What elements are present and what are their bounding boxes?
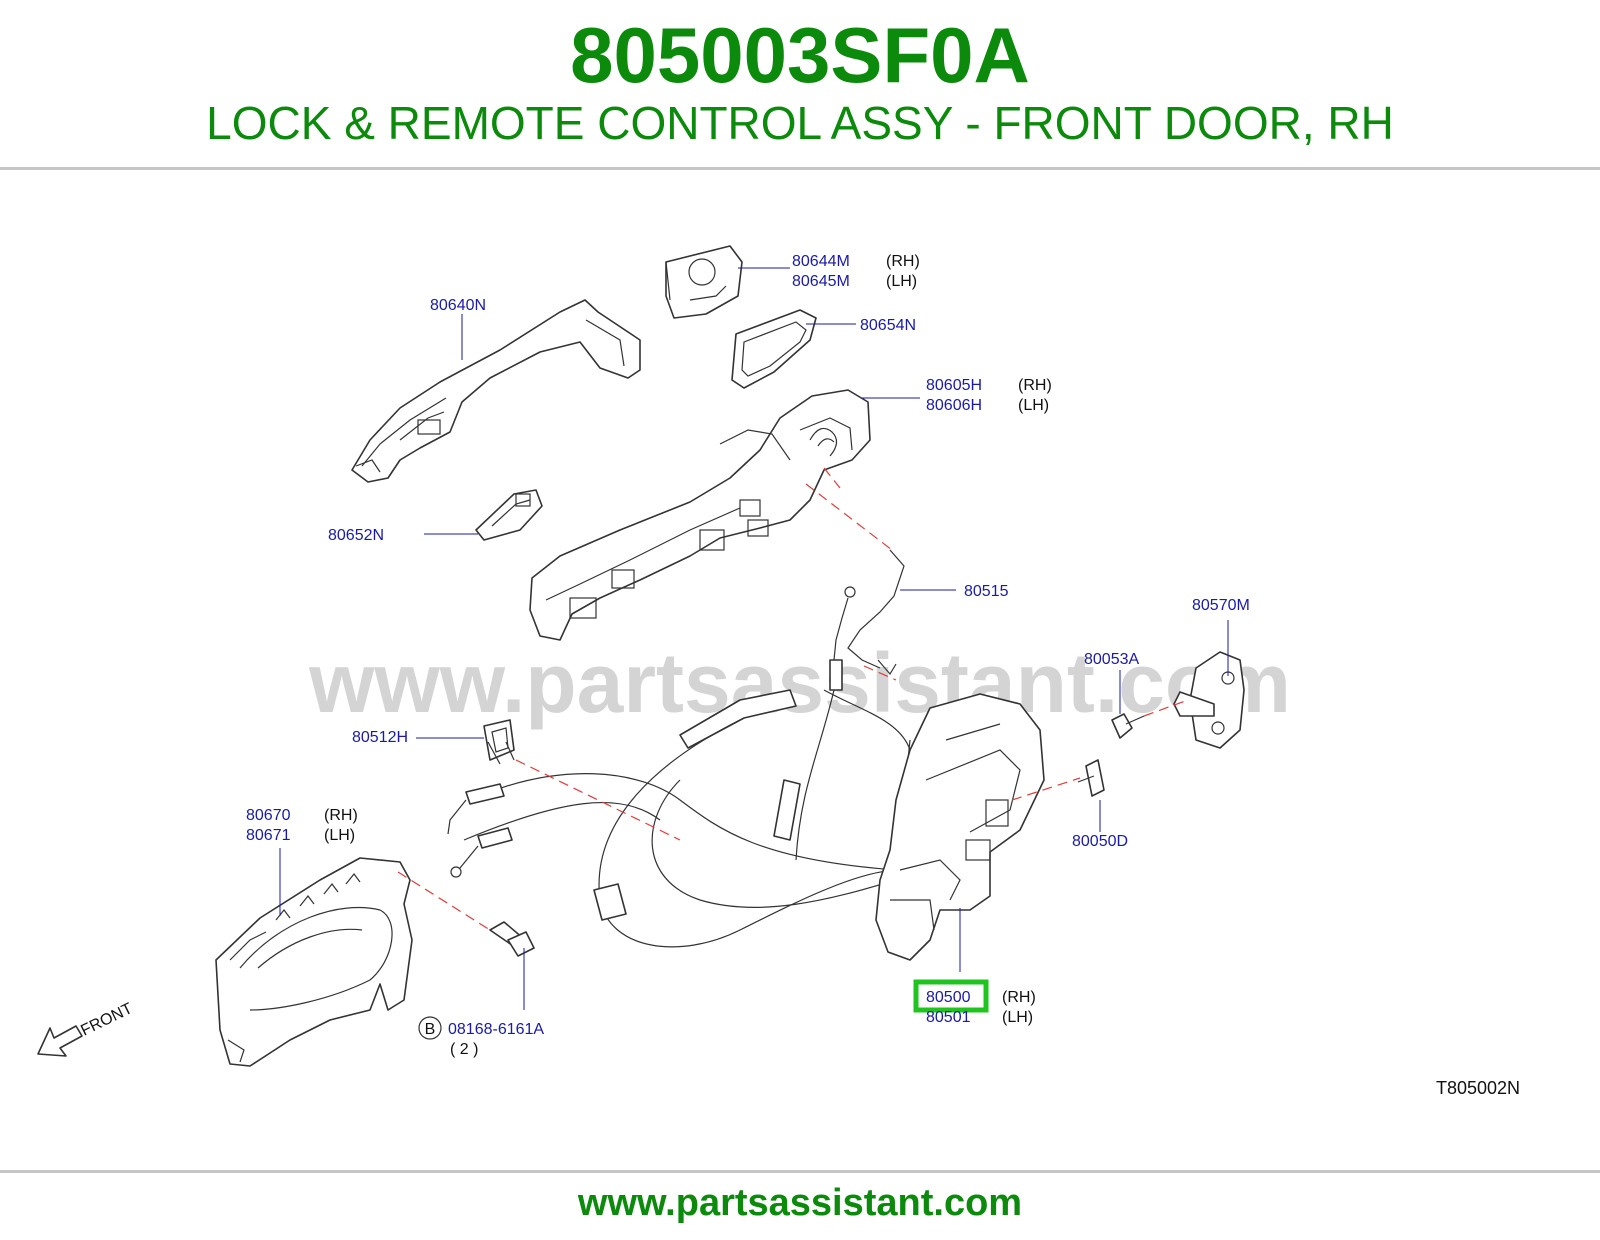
label-80644M[interactable]: 80644M: [792, 253, 850, 270]
label-80645M-side: (LH): [886, 273, 917, 290]
label-80053A[interactable]: 80053A: [1084, 651, 1139, 668]
leader-lines: [279, 267, 1229, 1010]
rod-drawing: [847, 549, 905, 676]
label-80570M[interactable]: 80570M: [1192, 597, 1250, 614]
part-description-title: LOCK & REMOTE CONTROL ASSY - FRONT DOOR,…: [206, 97, 1394, 149]
label-80500[interactable]: 80500: [926, 989, 971, 1006]
label-80640N[interactable]: 80640N: [430, 297, 486, 314]
lock-actuator-drawing: [875, 693, 1045, 961]
highlight-box-80500: [913, 979, 989, 1013]
label-80515[interactable]: 80515: [964, 583, 1009, 600]
part-number-title: 805003SF0A: [570, 11, 1030, 99]
escutcheon-drawing: [475, 489, 543, 541]
label-80501[interactable]: 80501: [926, 1009, 971, 1026]
front-arrow-icon: [37, 1025, 83, 1057]
footer-divider: [0, 1170, 1600, 1173]
label-80512H[interactable]: 80512H: [352, 729, 408, 746]
label-80671[interactable]: 80671: [246, 827, 291, 844]
gasket-drawing: [731, 309, 817, 389]
clip-drawing: [483, 719, 515, 765]
label-80606H[interactable]: 80606H: [926, 397, 982, 414]
label-80645M[interactable]: 80645M: [792, 273, 850, 290]
diagram-code: T805002N: [1436, 1078, 1520, 1098]
cylinder-cover-drawing: [665, 245, 743, 319]
header-divider: [0, 167, 1600, 170]
label-80050D[interactable]: 80050D: [1072, 833, 1128, 850]
label-80670[interactable]: 80670: [246, 807, 291, 824]
label-80652N[interactable]: 80652N: [328, 527, 384, 544]
handle-bracket-drawing: [529, 389, 871, 641]
label-bolt-qty: ( 2 ): [450, 1041, 478, 1058]
striker-drawing: [1173, 651, 1245, 749]
inside-handle-drawing: [215, 857, 413, 1067]
label-08168-6161A[interactable]: 08168-6161A: [448, 1021, 544, 1038]
label-80501-side: (LH): [1002, 1009, 1033, 1026]
bolt-ref-circle: [418, 1016, 442, 1040]
assembly-guide-lines: [397, 467, 1189, 931]
label-80671-side: (LH): [324, 827, 355, 844]
label-80606H-side: (LH): [1018, 397, 1049, 414]
parts-diagram: www.partsassistant.com: [37, 245, 1520, 1098]
label-80605H-side: (RH): [1018, 377, 1052, 394]
label-80654N[interactable]: 80654N: [860, 317, 916, 334]
outside-handle-drawing: [351, 299, 641, 483]
screw-80050D-drawing: [1077, 759, 1105, 797]
label-80500-side: (RH): [1002, 989, 1036, 1006]
bolt-ref-letter: B: [425, 1021, 436, 1038]
watermark: www.partsassistant.com: [308, 636, 1291, 730]
screw-80053A-drawing: [1111, 713, 1145, 739]
front-label: FRONT: [78, 1000, 135, 1040]
label-80670-side: (RH): [324, 807, 358, 824]
label-80644M-side: (RH): [886, 253, 920, 270]
bolt-drawing: [489, 921, 535, 957]
footer-url-link[interactable]: www.partsassistant.com: [577, 1182, 1023, 1224]
cable-drawing: [447, 586, 911, 948]
label-80605H[interactable]: 80605H: [926, 377, 982, 394]
